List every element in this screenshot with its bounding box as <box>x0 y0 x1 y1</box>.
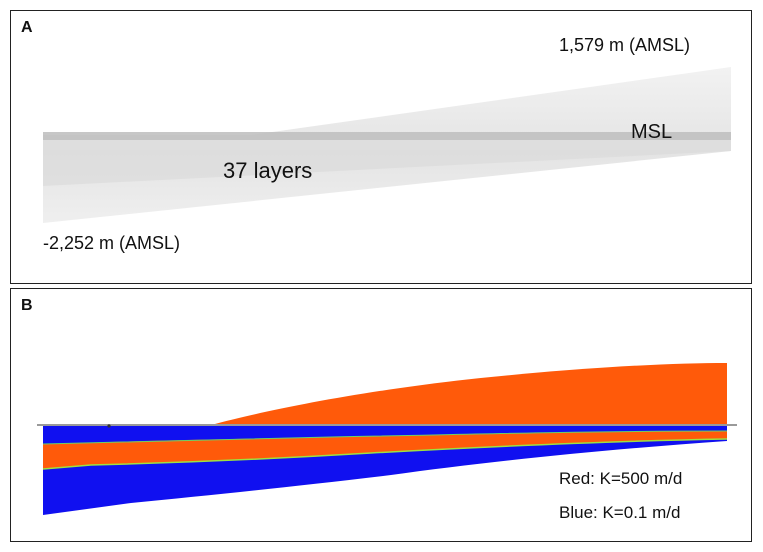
legend-red: Red: K=500 m/d <box>559 469 683 488</box>
top-elevation-label: 1,579 m (AMSL) <box>559 35 691 55</box>
interface-line-upper <box>42 430 728 445</box>
bottom-elevation-label: -2,252 m (AMSL) <box>43 233 181 253</box>
msl-label: MSL <box>631 121 673 143</box>
layers-label: 37 layers <box>223 158 313 183</box>
msl-marker <box>107 424 111 428</box>
red-unit-upper <box>211 363 727 425</box>
msl-band <box>43 132 731 140</box>
panel-b: B Red: K=500 m/d Blue: K=0.1 m/d <box>10 288 752 542</box>
blue-surface-layer <box>43 425 727 430</box>
interface-line-lower <box>42 438 728 470</box>
panel-b-label: B <box>21 297 33 314</box>
red-unit-lens <box>43 431 727 469</box>
legend-blue: Blue: K=0.1 m/d <box>559 503 681 522</box>
panel-a: A 1,579 m (AMSL) MSL 37 layers -2,252 m … <box>10 10 752 284</box>
hydraulic-conductivity-cross-section <box>37 363 737 515</box>
lower-shade <box>43 140 731 186</box>
model-mesh-cross-section <box>43 67 731 223</box>
panel-a-label: A <box>21 19 33 36</box>
